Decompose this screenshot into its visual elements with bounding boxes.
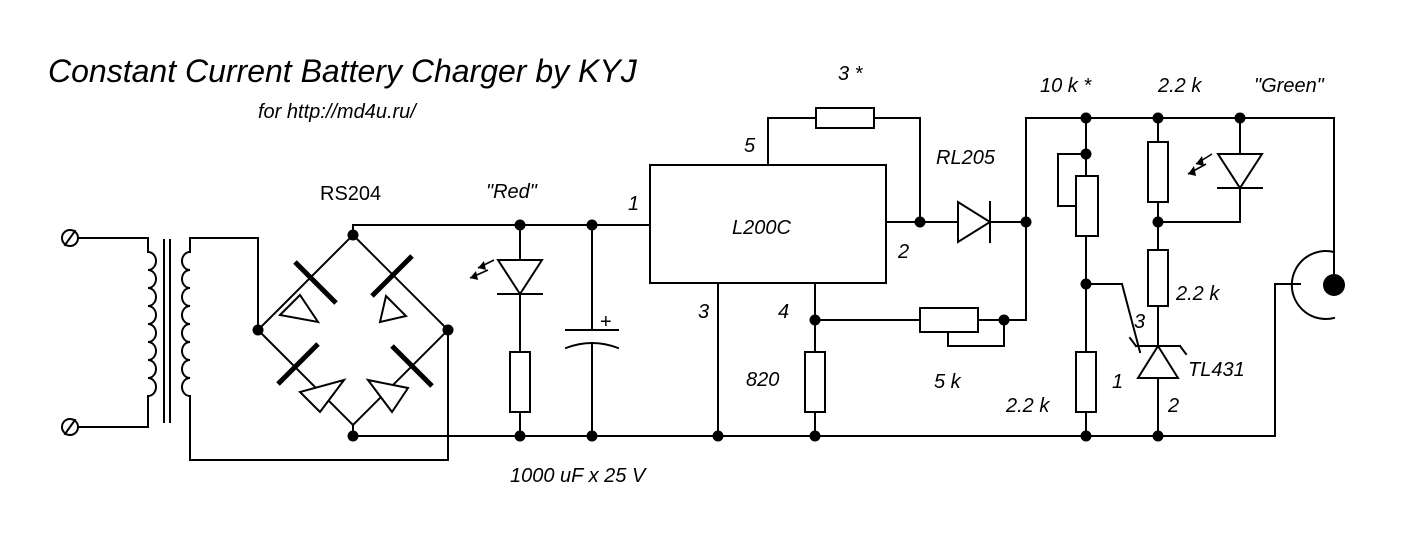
r-sense-label: 3 * xyxy=(838,63,864,85)
r-mid-label: 2.2 k xyxy=(1175,283,1220,305)
resistor-icon xyxy=(509,351,531,437)
capacitor-polarity: + xyxy=(600,311,612,333)
l200-pin4-label: 4 xyxy=(778,301,789,323)
l200-pin2-label: 2 xyxy=(897,241,909,263)
r820-label: 820 xyxy=(746,369,779,391)
schematic-title: Constant Current Battery Charger by KYJ xyxy=(48,53,638,89)
diode-icon xyxy=(277,260,338,324)
pot-5k-label: 5 k xyxy=(934,371,962,393)
tl431-label: TL431 xyxy=(1188,359,1245,381)
shunt-regulator-icon xyxy=(1128,336,1188,437)
tl431-pin2-label: 2 xyxy=(1167,395,1179,417)
led-icon xyxy=(1187,117,1264,223)
potentiometer-icon xyxy=(919,307,1005,347)
capacitor-icon xyxy=(564,224,620,437)
bridge-label: RS204 xyxy=(320,183,381,205)
potentiometer-icon xyxy=(1057,153,1099,237)
bridge-rectifier xyxy=(252,229,454,442)
capacitor-label: 1000 uF x 25 V xyxy=(510,465,647,487)
l200-pin5-label: 5 xyxy=(744,135,756,157)
diode-icon xyxy=(276,342,347,414)
resistor-icon xyxy=(1147,141,1169,203)
l200c-regulator: L200C 1 2 3 4 5 xyxy=(628,135,909,323)
red-led-label: "Red" xyxy=(486,181,538,203)
r-low-label: 2.2 k xyxy=(1005,395,1050,417)
diode-icon xyxy=(365,344,434,414)
resistor-icon xyxy=(804,351,826,437)
regulator-label: L200C xyxy=(732,217,791,239)
diode-rl205-label: RL205 xyxy=(936,147,996,169)
pot-10k-label: 10 k * xyxy=(1040,75,1092,97)
resistor-icon xyxy=(815,107,875,129)
diode-icon xyxy=(957,200,992,244)
terminal-icon xyxy=(61,229,149,436)
l200-pin1-label: 1 xyxy=(628,193,639,215)
diode-icon xyxy=(370,254,414,324)
led-icon xyxy=(469,224,544,353)
green-led-label: "Green" xyxy=(1254,75,1325,97)
schematic-subtitle: for http://md4u.ru/ xyxy=(258,101,418,123)
r-top-label: 2.2 k xyxy=(1157,75,1202,97)
tl431-pin3-label: 3 xyxy=(1134,311,1145,333)
resistor-icon xyxy=(1147,249,1169,307)
tl431-pin1-label: 1 xyxy=(1112,371,1123,393)
transformer-icon xyxy=(147,237,449,461)
l200-pin3-label: 3 xyxy=(698,301,709,323)
resistor-icon xyxy=(1075,351,1097,437)
